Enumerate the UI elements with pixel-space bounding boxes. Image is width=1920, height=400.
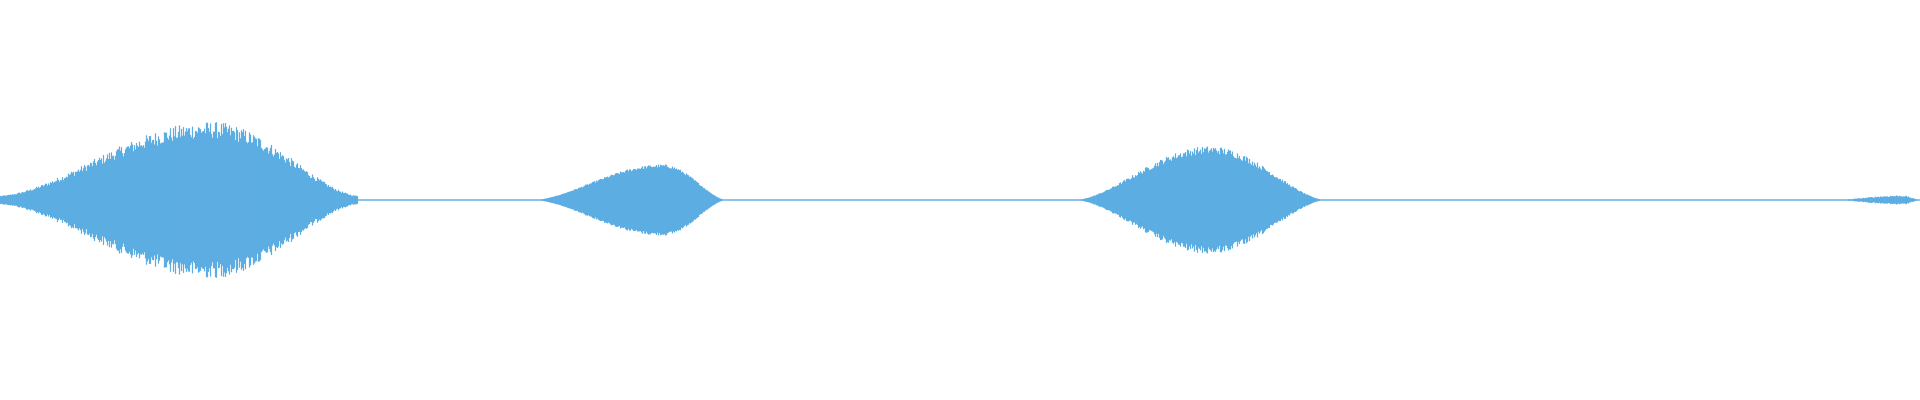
waveform-bars bbox=[0, 122, 1920, 278]
